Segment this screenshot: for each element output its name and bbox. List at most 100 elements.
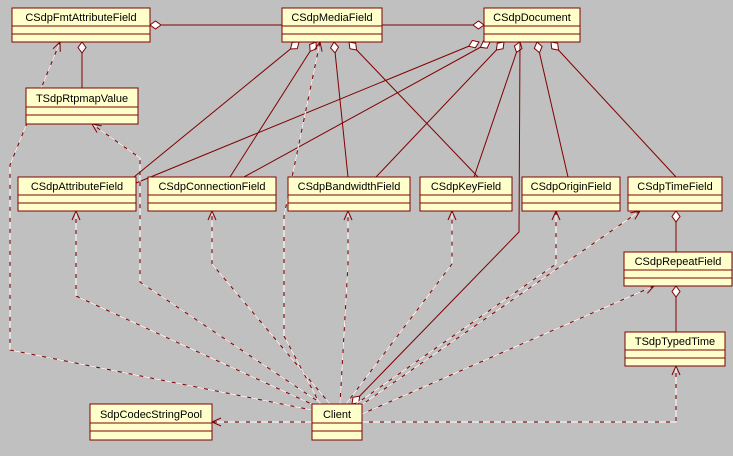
class-box-frame <box>521 176 621 212</box>
class-box-frame <box>89 403 213 441</box>
class-box-pool[interactable]: SdpCodecStringPool <box>89 403 213 441</box>
class-box-frame <box>287 176 411 212</box>
aggregation-diamond <box>149 20 162 30</box>
aggregation-edge-media-bandwidth <box>329 41 349 178</box>
dependency-edge-client-media <box>283 40 323 405</box>
aggregation-line <box>351 41 521 405</box>
dependency-edge-client-attribute <box>71 209 317 407</box>
aggregation-diamond <box>671 210 681 223</box>
aggregation-diamond <box>550 41 560 51</box>
class-name: CSdpMediaField <box>291 12 372 24</box>
dependency-dash <box>362 366 677 423</box>
class-box-fmt-attr[interactable]: CSdpFmtAttributeField <box>11 7 151 43</box>
class-box-frame <box>17 176 137 212</box>
class-name: CSdpKeyField <box>431 181 501 193</box>
class-name: CSdpOriginField <box>531 181 612 193</box>
dependency-dash <box>91 123 323 405</box>
aggregation-edge-document-origin <box>533 41 569 178</box>
class-box-connection[interactable]: CSdpConnectionField <box>147 176 277 212</box>
aggregation-line <box>133 41 300 178</box>
dependency-edge-client-bandwidth <box>339 209 353 405</box>
aggregation-diamond <box>533 41 543 54</box>
dependency-edge-client-origin <box>355 209 561 405</box>
class-box-attribute[interactable]: CSdpAttributeField <box>17 176 137 212</box>
aggregation-diamond <box>495 41 505 51</box>
class-box-typed-time[interactable]: TSdpTypedTime <box>624 331 726 367</box>
class-name: CSdpTimeField <box>637 181 712 193</box>
dependency-edge-client-key <box>345 209 457 405</box>
class-box-frame <box>281 7 383 43</box>
dependency-edge-client-pool <box>210 417 312 427</box>
aggregation-edge-document-attribute <box>135 39 480 184</box>
class-box-rtpmap[interactable]: TSdpRtpmapValue <box>25 87 139 125</box>
aggregation-line <box>550 41 677 178</box>
aggregation-line <box>473 41 521 178</box>
class-box-time[interactable]: CSdpTimeField <box>627 176 723 212</box>
dependency-dash <box>339 211 349 405</box>
class-box-frame <box>624 331 726 367</box>
class-name: CSdpBandwidthField <box>298 181 401 193</box>
aggregation-edge-document-key <box>473 41 523 178</box>
aggregation-diamond <box>468 39 480 49</box>
aggregation-line <box>348 41 479 178</box>
class-box-frame <box>419 176 513 212</box>
aggregation-edge-time-repeat <box>671 210 681 252</box>
class-box-bandwidth[interactable]: CSdpBandwidthField <box>287 176 411 212</box>
aggregation-edge-repeat-typed_time <box>671 285 681 332</box>
aggregation-diamond <box>671 285 681 298</box>
aggregation-line <box>243 41 491 178</box>
dependency-dash <box>211 211 331 405</box>
aggregation-edge-media-connection <box>229 41 317 178</box>
class-box-key[interactable]: CSdpKeyField <box>419 176 513 212</box>
class-box-frame <box>483 7 581 43</box>
class-name: CSdpFmtAttributeField <box>25 12 136 24</box>
class-box-client[interactable]: Client <box>311 403 363 441</box>
aggregation-edge-document-time <box>550 41 677 178</box>
class-name: CSdpDocument <box>493 12 571 24</box>
aggregation-line <box>229 41 317 178</box>
aggregation-line <box>536 41 569 178</box>
aggregation-edge-media-fmt_attr <box>149 20 282 30</box>
aggregation-line <box>135 41 480 184</box>
class-name: SdpCodecStringPool <box>100 409 202 421</box>
class-box-repeat[interactable]: CSdpRepeatField <box>623 251 733 287</box>
aggregation-diamond <box>513 41 523 54</box>
class-name: TSdpTypedTime <box>635 336 715 348</box>
aggregation-edge-media-attribute <box>133 41 300 178</box>
class-box-frame <box>623 251 733 287</box>
class-name: CSdpRepeatField <box>635 256 722 268</box>
dependency-line <box>355 211 557 405</box>
aggregation-edge-document-connection <box>243 40 491 178</box>
class-box-frame <box>311 403 363 441</box>
dependency-edge-client-typed_time <box>362 364 681 423</box>
aggregation-edge-client-document <box>351 41 521 405</box>
dependency-line <box>75 211 317 407</box>
boxes-layer: CSdpFmtAttributeField CSdpMediaField CSdpD… <box>11 7 733 441</box>
dependency-line <box>362 366 677 423</box>
edges-layer <box>9 20 681 427</box>
class-box-document[interactable]: CSdpDocument <box>483 7 581 43</box>
aggregation-diamond <box>329 41 340 54</box>
dependency-dash <box>75 211 317 407</box>
aggregation-diamond <box>77 41 87 54</box>
class-box-frame <box>25 87 139 125</box>
dependency-dash <box>283 41 321 405</box>
dependency-line <box>91 123 323 405</box>
class-name: Client <box>323 409 351 421</box>
aggregation-line <box>375 41 505 178</box>
dependency-dash <box>361 285 655 415</box>
dependency-line <box>345 211 453 405</box>
class-box-media[interactable]: CSdpMediaField <box>281 7 383 43</box>
aggregation-edge-document-media <box>382 20 485 30</box>
class-box-frame <box>627 176 723 212</box>
class-box-origin[interactable]: CSdpOriginField <box>521 176 621 212</box>
aggregation-edge-media-key <box>348 41 479 178</box>
dependency-edge-client-time <box>359 210 642 407</box>
class-name: CSdpAttributeField <box>31 181 123 193</box>
dependency-dash <box>345 211 453 405</box>
dependency-line <box>283 41 321 405</box>
class-box-frame <box>147 176 277 212</box>
dependency-edge-client-connection <box>207 209 331 405</box>
